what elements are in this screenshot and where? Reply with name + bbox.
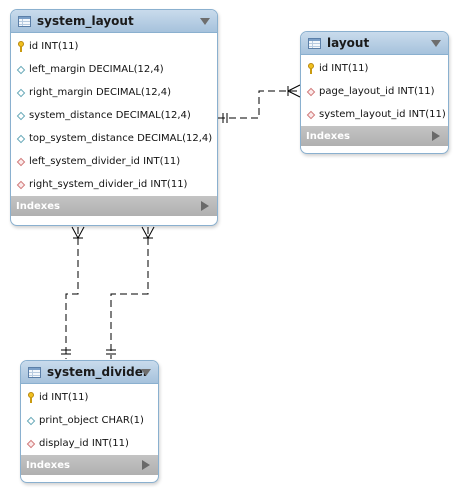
- column-row[interactable]: right_margin DECIMAL(12,4): [11, 81, 217, 104]
- indexes-bar[interactable]: Indexes: [301, 126, 448, 146]
- relationship-layout-system-layout: [218, 90, 300, 119]
- column-label: left_margin DECIMAL(12,4): [29, 64, 164, 75]
- crow-foot-marker: [287, 84, 301, 92]
- collapse-arrow-icon[interactable]: [141, 369, 151, 376]
- crow-foot-marker: [71, 226, 79, 239]
- expand-arrow-icon[interactable]: [201, 201, 209, 211]
- column-label: right_system_divider_id INT(11): [29, 179, 188, 190]
- column-label: display_id INT(11): [39, 438, 129, 449]
- table-layout[interactable]: layout id INT(11) page_layout_id INT(11)…: [300, 31, 449, 154]
- column-row[interactable]: left_margin DECIMAL(12,4): [11, 58, 217, 81]
- table-header[interactable]: layout: [301, 32, 448, 55]
- foreign-key-icon: [306, 110, 316, 119]
- crow-foot-marker: [141, 226, 149, 239]
- table-icon: [18, 15, 31, 27]
- column-row[interactable]: page_layout_id INT(11): [301, 80, 448, 103]
- column-row[interactable]: top_system_distance DECIMAL(12,4): [11, 127, 217, 150]
- table-system-divider[interactable]: system_divider id INT(11) print_object C…: [20, 360, 159, 483]
- crow-foot-marker: [77, 226, 85, 239]
- column-label: id INT(11): [39, 392, 89, 403]
- column-label: page_layout_id INT(11): [319, 86, 435, 97]
- column-row[interactable]: left_system_divider_id INT(11): [11, 150, 217, 173]
- table-title: layout: [327, 36, 370, 50]
- expand-arrow-icon[interactable]: [432, 131, 440, 141]
- column-row[interactable]: id INT(11): [301, 57, 448, 80]
- crow-foot-marker: [147, 226, 155, 239]
- column-label: id INT(11): [319, 63, 369, 74]
- foreign-key-icon: [26, 439, 36, 448]
- foreign-key-icon: [16, 157, 26, 166]
- column-label: print_object CHAR(1): [39, 415, 144, 426]
- column-label: left_system_divider_id INT(11): [29, 156, 181, 167]
- foreign-key-icon: [16, 180, 26, 189]
- foreign-key-icon: [306, 87, 316, 96]
- primary-key-icon: [26, 391, 36, 404]
- column-icon: [16, 111, 26, 120]
- primary-key-icon: [306, 62, 316, 75]
- table-header[interactable]: system_layout: [11, 10, 217, 33]
- column-icon: [26, 416, 36, 425]
- indexes-bar[interactable]: Indexes: [21, 455, 158, 475]
- table-icon: [308, 37, 321, 49]
- table-system-layout[interactable]: system_layout id INT(11) left_margin DEC…: [10, 9, 218, 226]
- indexes-bar[interactable]: Indexes: [11, 196, 217, 216]
- column-row[interactable]: display_id INT(11): [21, 432, 158, 455]
- column-row[interactable]: right_system_divider_id INT(11): [11, 173, 217, 196]
- collapse-arrow-icon[interactable]: [431, 40, 441, 47]
- relationship-left-divider: [65, 227, 79, 359]
- column-row[interactable]: id INT(11): [11, 35, 217, 58]
- primary-key-icon: [16, 40, 26, 53]
- column-label: top_system_distance DECIMAL(12,4): [29, 133, 213, 144]
- column-row[interactable]: system_layout_id INT(11): [301, 103, 448, 126]
- table-header[interactable]: system_divider: [21, 361, 158, 384]
- column-icon: [16, 65, 26, 74]
- column-label: id INT(11): [29, 41, 79, 52]
- indexes-label: Indexes: [26, 459, 70, 471]
- collapse-arrow-icon[interactable]: [200, 18, 210, 25]
- table-icon: [28, 366, 41, 378]
- column-row[interactable]: id INT(11): [21, 386, 158, 409]
- table-title: system_divider: [47, 365, 149, 379]
- table-title: system_layout: [37, 14, 134, 28]
- crow-foot-marker: [287, 90, 301, 98]
- column-row[interactable]: system_distance DECIMAL(12,4): [11, 104, 217, 127]
- column-label: system_layout_id INT(11): [319, 109, 446, 120]
- column-row[interactable]: print_object CHAR(1): [21, 409, 158, 432]
- relationship-right-divider: [110, 227, 149, 359]
- column-icon: [16, 88, 26, 97]
- indexes-label: Indexes: [16, 200, 60, 212]
- column-label: system_distance DECIMAL(12,4): [29, 110, 191, 121]
- expand-arrow-icon[interactable]: [142, 460, 150, 470]
- column-icon: [16, 134, 26, 143]
- indexes-label: Indexes: [306, 130, 350, 142]
- column-label: right_margin DECIMAL(12,4): [29, 87, 172, 98]
